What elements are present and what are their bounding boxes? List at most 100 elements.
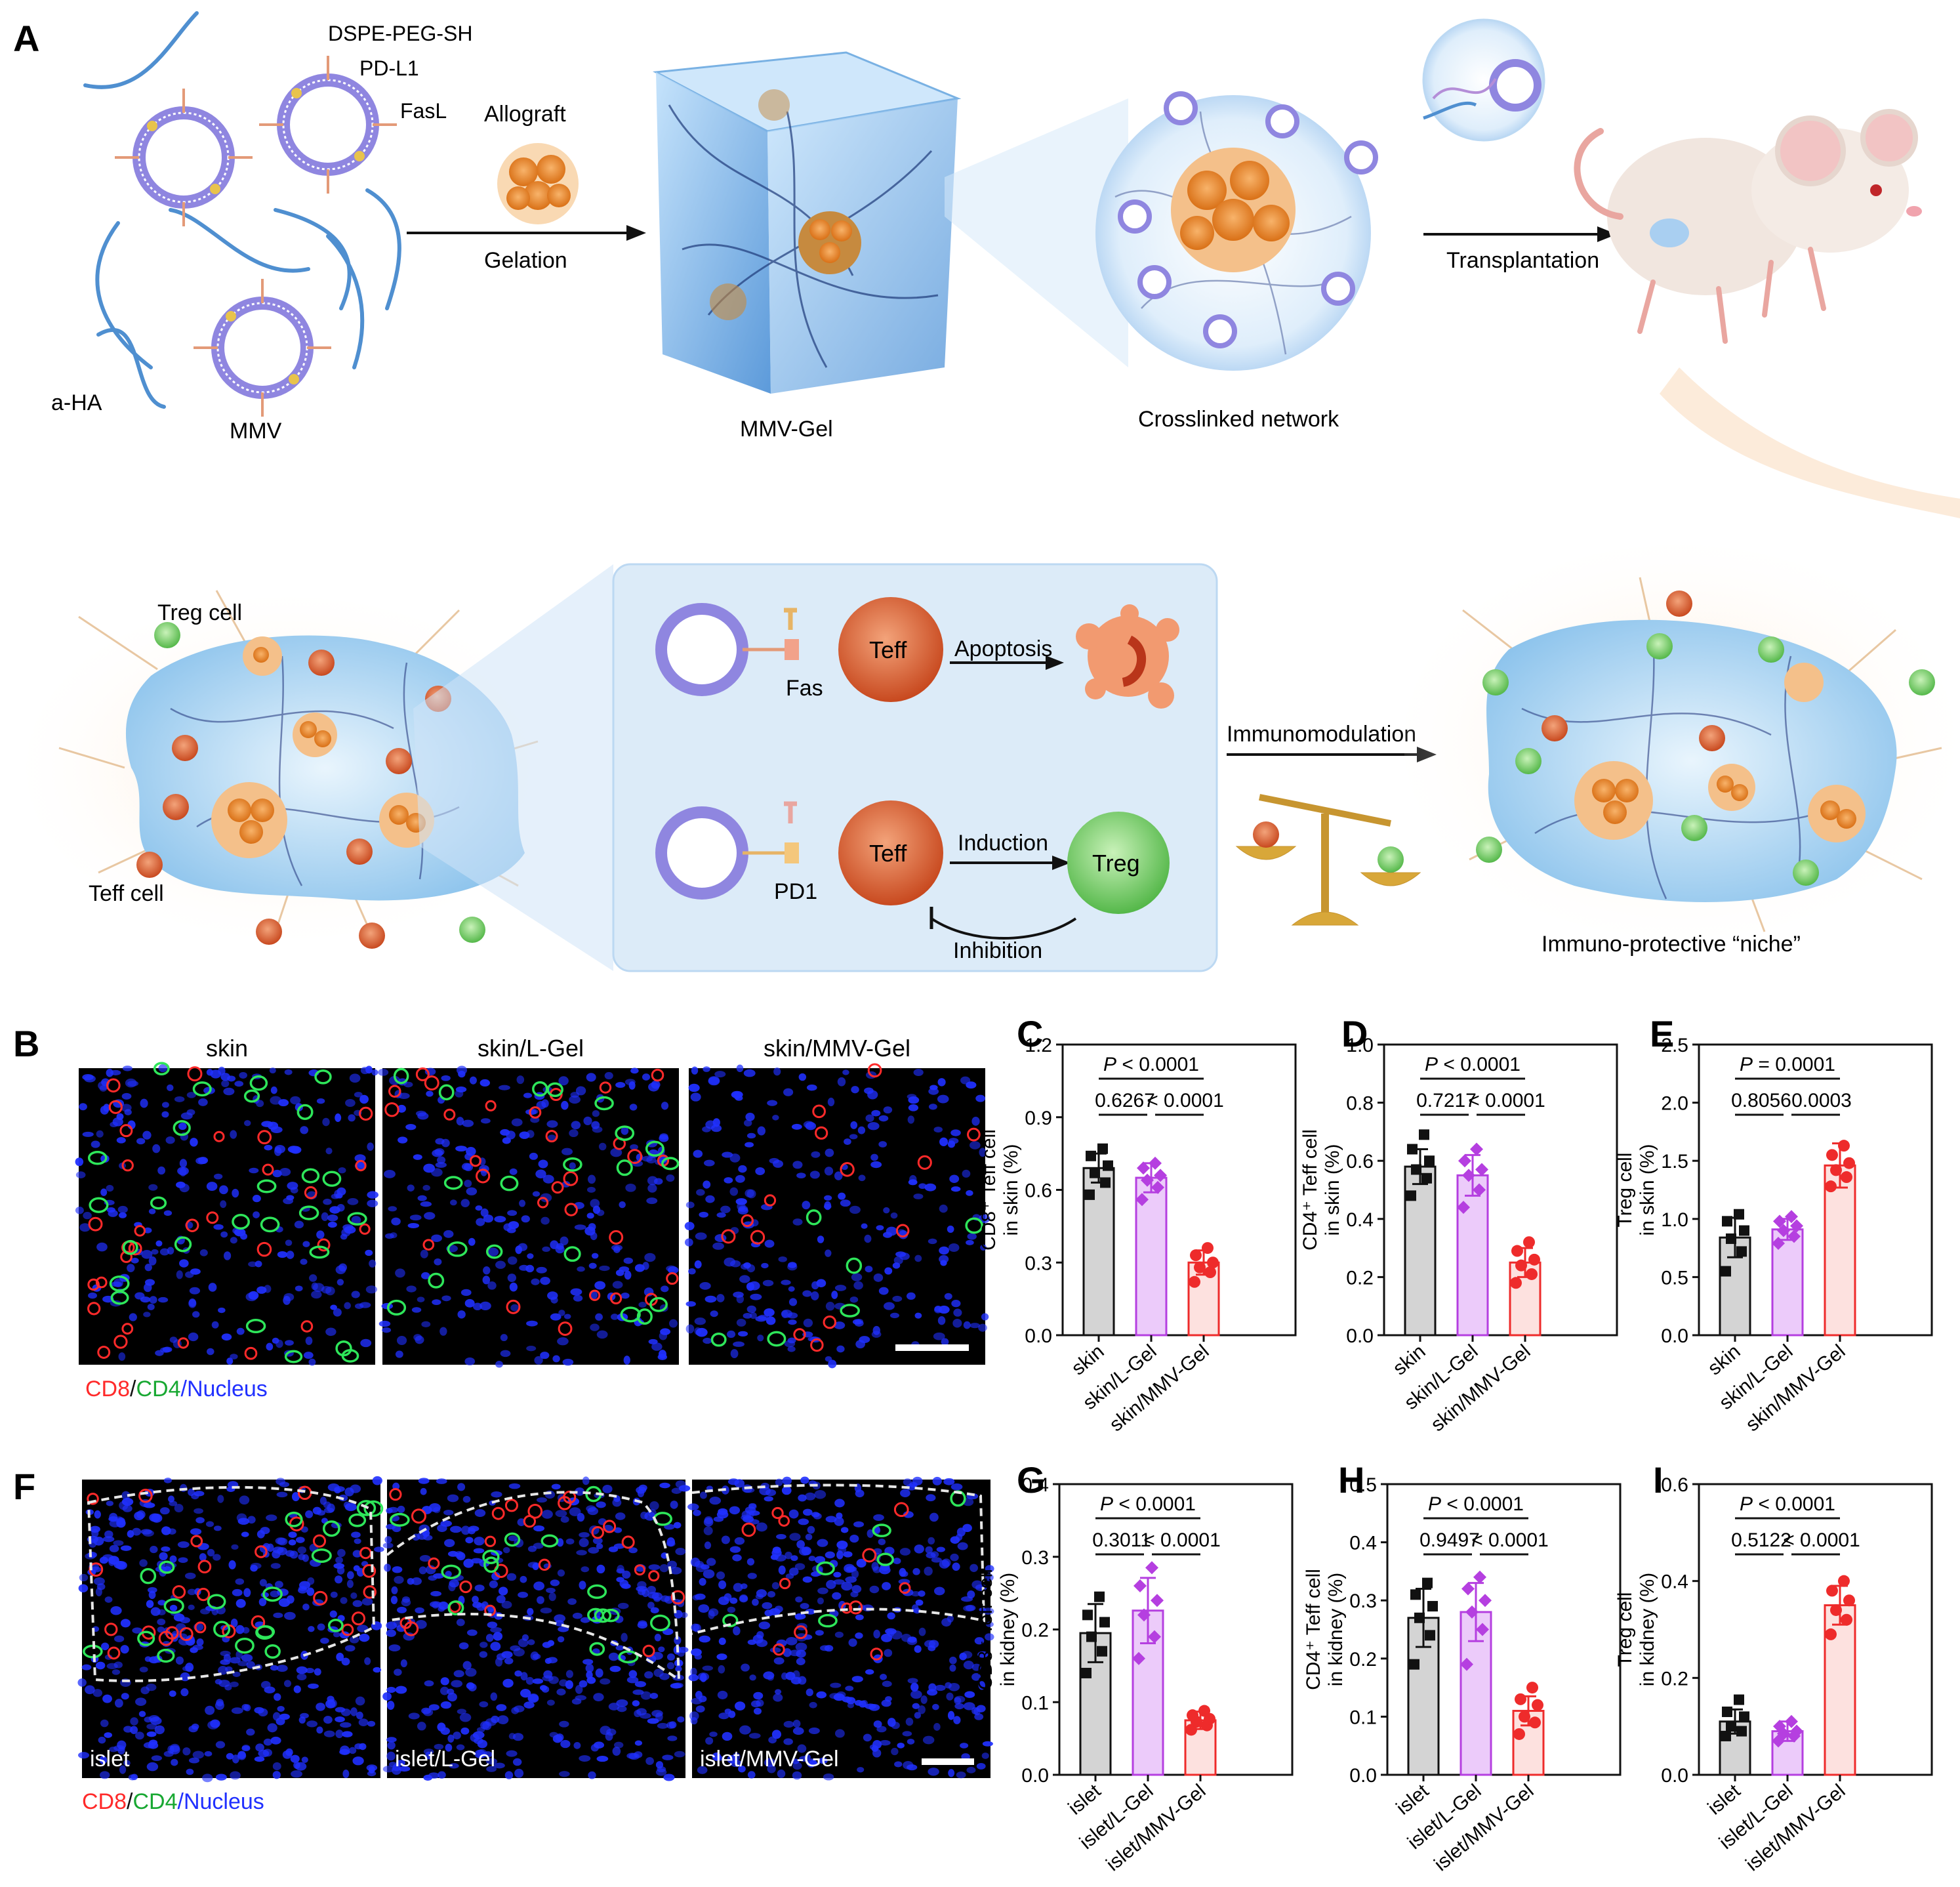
- cd4-cell: [232, 1214, 250, 1230]
- cd4-cell: [255, 1625, 274, 1640]
- nucleus-dot: [576, 1550, 587, 1556]
- nucleus-dot: [495, 1361, 503, 1368]
- cd8-cell: [95, 1276, 108, 1289]
- y-tick-label: 0.2: [1661, 1668, 1688, 1690]
- nucleus-dot: [270, 1096, 282, 1105]
- nucleus-dot: [180, 1688, 189, 1697]
- nucleus-dot: [355, 1696, 365, 1706]
- nucleus-dot: [855, 1632, 863, 1639]
- nucleus-dot: [949, 1656, 957, 1665]
- data-point: [1198, 1705, 1210, 1717]
- x-tick-label: islet: [1704, 1780, 1745, 1819]
- nucleus-dot: [796, 1657, 806, 1665]
- label-treg-bottom: Treg: [1092, 850, 1140, 877]
- nucleus-dot: [139, 1559, 148, 1567]
- nucleus-dot: [260, 1527, 270, 1535]
- cd8-cell: [389, 1488, 402, 1501]
- data-point: [1790, 1724, 1803, 1738]
- nucleus-dot: [305, 1510, 314, 1518]
- sig-label: P < 0.0001: [1428, 1493, 1524, 1515]
- nucleus-dot: [878, 1538, 886, 1546]
- nucleus-dot: [109, 1520, 121, 1527]
- nucleus-dot: [447, 1692, 457, 1702]
- nucleus-dot: [287, 1146, 300, 1153]
- nucleus-dot: [336, 1652, 344, 1661]
- nucleus-dot: [717, 1690, 728, 1699]
- nucleus-dot: [364, 1657, 371, 1665]
- nucleus-dot: [341, 1657, 350, 1666]
- data-point: [1476, 1623, 1489, 1636]
- nucleus-dot: [666, 1653, 675, 1661]
- nucleus-dot: [867, 1529, 874, 1538]
- data-point: [1141, 1173, 1154, 1187]
- nucleus-dot: [127, 1264, 135, 1273]
- nucleus-dot: [830, 1682, 842, 1688]
- data-point: [1081, 1667, 1092, 1678]
- cd4-cell: [594, 1608, 612, 1623]
- nucleus-dot: [714, 1755, 724, 1761]
- nucleus-dot: [472, 1596, 479, 1604]
- label-fas: Fas: [786, 676, 823, 701]
- nucleus-dot: [792, 1727, 804, 1735]
- nucleus-dot: [825, 1302, 835, 1311]
- nucleus-dot: [817, 1597, 824, 1605]
- nucleus-dot: [695, 1705, 705, 1713]
- cd4-cell: [348, 1513, 367, 1527]
- nucleus-dot: [791, 1758, 800, 1764]
- nucleus-dot: [705, 1195, 715, 1203]
- nucleus-dot: [311, 1290, 322, 1299]
- nucleus-dot: [146, 1762, 159, 1772]
- nucleus-dot: [785, 1551, 792, 1560]
- cd8-cell: [841, 1602, 853, 1614]
- sig-label: 0.3011: [1092, 1529, 1151, 1551]
- nucleus-dot: [915, 1599, 924, 1606]
- nucleus-dot: [236, 1327, 245, 1335]
- nucleus-dot: [202, 1773, 213, 1783]
- cd8-cell: [87, 1493, 99, 1505]
- nucleus-dot: [870, 1153, 878, 1161]
- nucleus-dot: [422, 1184, 430, 1191]
- nucleus-dot: [709, 1731, 718, 1737]
- nucleus-dot: [369, 1259, 377, 1268]
- y-axis-label-line: in skin (%): [1637, 1144, 1658, 1235]
- cd8-cell: [422, 1239, 435, 1251]
- cd4-cell: [322, 1520, 340, 1537]
- nucleus-dot: [461, 1163, 472, 1171]
- cd8-cell: [563, 1171, 579, 1186]
- micrograph-islet-1: islet: [77, 1476, 384, 1783]
- cd4-cell: [485, 1244, 503, 1259]
- nucleus-dot: [159, 1248, 170, 1256]
- nucleus-dot: [848, 1638, 857, 1647]
- nucleus-dot: [949, 1664, 956, 1672]
- nucleus-dot: [215, 1741, 226, 1749]
- label-allograft: Allograft: [484, 102, 566, 127]
- nucleus-dot: [865, 1266, 873, 1273]
- nucleus-dot: [266, 1514, 277, 1522]
- micrograph-title-2: skin/L-Gel: [478, 1035, 584, 1062]
- cd8-cell: [388, 1085, 401, 1098]
- nucleus-dot: [520, 1688, 531, 1698]
- cd4-cell: [296, 1104, 314, 1120]
- cd4-cell: [618, 1650, 639, 1664]
- nucleus-dot: [232, 1188, 239, 1198]
- cd4-cell: [314, 1069, 332, 1085]
- nucleus-dot: [550, 1579, 560, 1586]
- nucleus-dot: [351, 1531, 361, 1539]
- data-point: [1473, 1183, 1486, 1197]
- mechanism-zoom-fan: [413, 564, 613, 971]
- nucleus-dot: [851, 1086, 859, 1094]
- nucleus-dot: [345, 1098, 356, 1108]
- nucleus-dot: [600, 1678, 611, 1685]
- legend-part: CD4: [136, 1377, 180, 1401]
- teff-cells-right: [1541, 591, 1725, 751]
- nucleus-dot: [677, 1649, 685, 1657]
- nucleus-dot: [285, 1340, 294, 1346]
- nucleus-dot: [845, 1576, 857, 1583]
- nucleus-dot: [985, 1565, 994, 1573]
- nucleus-dot: [81, 1664, 92, 1670]
- nucleus-dot: [479, 1651, 488, 1658]
- nucleus-dot: [756, 1699, 764, 1707]
- nucleus-dot: [882, 1582, 891, 1590]
- nucleus-dot: [688, 1674, 699, 1682]
- nucleus-dot: [691, 1697, 703, 1705]
